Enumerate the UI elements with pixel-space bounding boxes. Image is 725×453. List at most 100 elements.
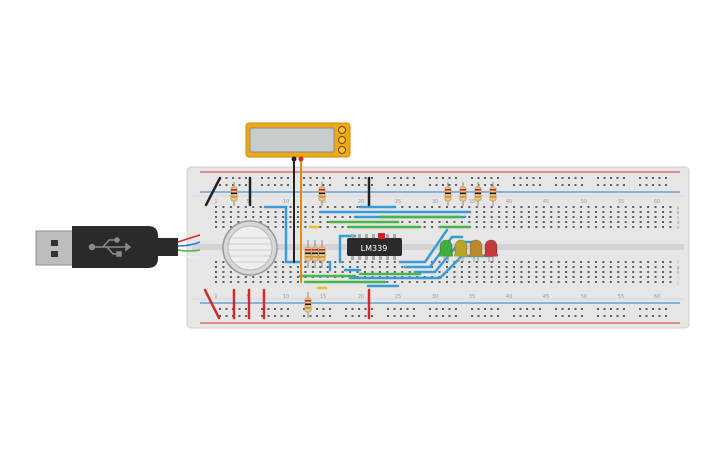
hole bbox=[349, 261, 352, 263]
hole bbox=[442, 308, 444, 310]
hole bbox=[513, 266, 515, 268]
hole bbox=[594, 221, 597, 223]
resistor bbox=[474, 182, 482, 206]
hole bbox=[386, 266, 389, 268]
hole bbox=[647, 266, 650, 268]
hole bbox=[505, 206, 508, 208]
hole bbox=[435, 315, 438, 317]
hole bbox=[453, 271, 456, 273]
hole bbox=[639, 226, 642, 228]
hole bbox=[431, 221, 434, 223]
hole bbox=[274, 271, 277, 273]
hole bbox=[580, 211, 583, 213]
hole bbox=[274, 261, 277, 263]
hole bbox=[244, 281, 247, 283]
hole bbox=[532, 308, 535, 310]
hole bbox=[319, 206, 322, 208]
hole bbox=[602, 281, 605, 283]
hole bbox=[597, 315, 599, 317]
hole bbox=[513, 184, 515, 186]
hole bbox=[289, 271, 292, 273]
hole bbox=[490, 216, 493, 218]
hole bbox=[311, 216, 314, 218]
hole bbox=[632, 281, 635, 283]
hole bbox=[594, 266, 597, 268]
hole bbox=[453, 276, 456, 278]
hole bbox=[475, 226, 478, 228]
hole bbox=[238, 308, 241, 310]
hole bbox=[471, 315, 473, 317]
hole bbox=[539, 177, 541, 179]
hole bbox=[624, 261, 627, 263]
hole bbox=[535, 276, 538, 278]
hole bbox=[371, 308, 373, 310]
hole bbox=[245, 308, 247, 310]
hole bbox=[665, 315, 667, 317]
column-number-bottom: 10 bbox=[283, 294, 289, 300]
hole bbox=[603, 308, 606, 310]
hole bbox=[662, 266, 664, 268]
hole bbox=[448, 177, 451, 179]
hole bbox=[639, 221, 642, 223]
hole bbox=[448, 315, 451, 317]
hole bbox=[386, 261, 389, 263]
hole bbox=[406, 177, 409, 179]
hole bbox=[610, 184, 612, 186]
hole bbox=[222, 226, 225, 228]
hole bbox=[371, 177, 373, 179]
hole bbox=[322, 184, 325, 186]
hole bbox=[413, 184, 415, 186]
hole bbox=[259, 276, 262, 278]
hole bbox=[565, 226, 568, 228]
column-number-top: 60 bbox=[654, 199, 660, 205]
hole bbox=[356, 271, 359, 273]
hole bbox=[555, 177, 557, 179]
hole bbox=[244, 211, 247, 213]
hole bbox=[326, 206, 329, 208]
hole bbox=[245, 315, 247, 317]
hole bbox=[393, 315, 396, 317]
hole bbox=[527, 216, 530, 218]
hole bbox=[304, 271, 307, 273]
hole bbox=[287, 315, 289, 317]
hole bbox=[267, 177, 270, 179]
hole bbox=[572, 211, 575, 213]
hole bbox=[647, 221, 650, 223]
hole bbox=[477, 315, 480, 317]
hole bbox=[364, 308, 367, 310]
hole bbox=[261, 308, 263, 310]
comparator-chip: LM339 bbox=[347, 233, 402, 260]
hole bbox=[387, 308, 389, 310]
hole bbox=[542, 211, 545, 213]
hole bbox=[274, 281, 277, 283]
hole bbox=[326, 271, 329, 273]
hole bbox=[498, 266, 501, 268]
hole bbox=[468, 266, 471, 268]
hole bbox=[477, 177, 480, 179]
hole bbox=[341, 216, 344, 218]
hole bbox=[319, 261, 322, 263]
hole bbox=[557, 276, 560, 278]
hole bbox=[597, 177, 599, 179]
hole bbox=[296, 276, 299, 278]
hole bbox=[568, 177, 570, 179]
hole bbox=[267, 315, 270, 317]
hole bbox=[526, 315, 528, 317]
hole bbox=[542, 271, 545, 273]
hole bbox=[654, 271, 657, 273]
hole bbox=[219, 315, 221, 317]
hole bbox=[345, 184, 347, 186]
hole bbox=[624, 226, 627, 228]
hole bbox=[669, 211, 672, 213]
hole bbox=[245, 177, 247, 179]
hole bbox=[550, 211, 553, 213]
column-number-top: 40 bbox=[506, 199, 512, 205]
hole bbox=[222, 271, 225, 273]
led bbox=[439, 239, 453, 262]
hole bbox=[520, 216, 523, 218]
column-number-top: 25 bbox=[395, 199, 401, 205]
column-number-top: 10 bbox=[283, 199, 289, 205]
hole bbox=[238, 177, 241, 179]
hole bbox=[617, 211, 620, 213]
hole bbox=[408, 271, 411, 273]
